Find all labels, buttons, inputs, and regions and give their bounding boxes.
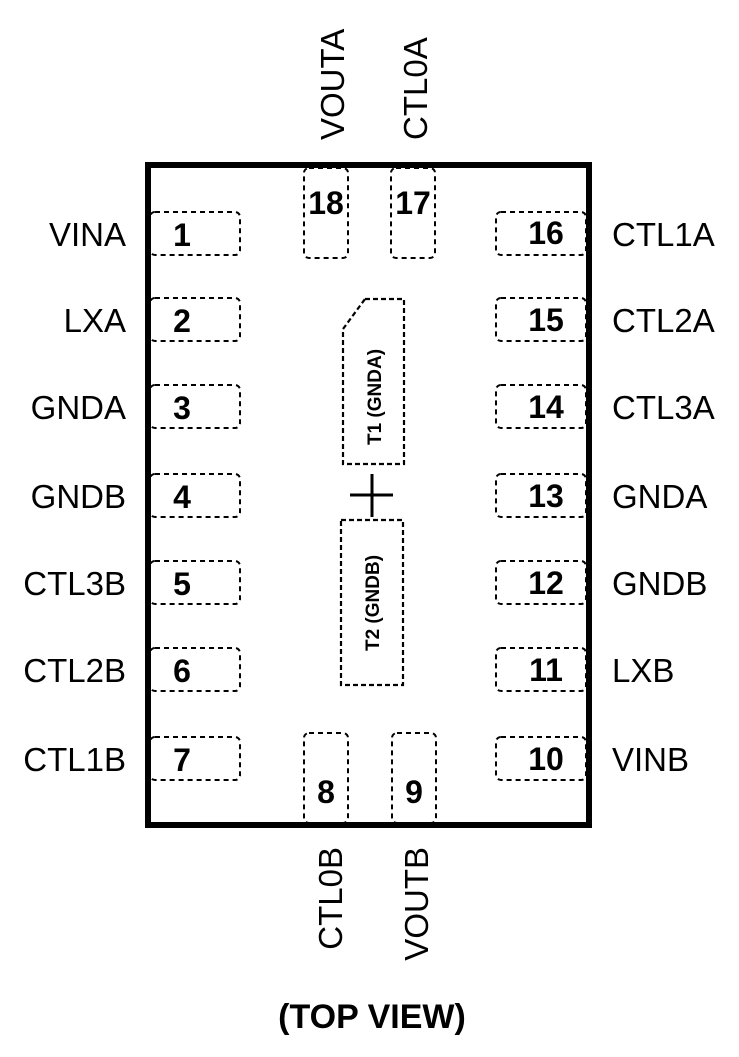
pin-name: GNDB — [612, 565, 707, 602]
pin-pad — [390, 167, 436, 259]
pin-number: 15 — [528, 302, 564, 338]
pin-number: 3 — [173, 390, 191, 426]
pin-name: CTL2B — [23, 652, 126, 689]
pin-15: 15 CTL2A — [495, 297, 715, 342]
pin-14: 14 CTL3A — [495, 384, 715, 429]
thermal-pad-outline — [339, 518, 405, 687]
view-caption: (TOP VIEW) — [278, 998, 466, 1036]
pin-name: LXA — [64, 302, 126, 339]
package-body — [145, 162, 592, 828]
pin-11: 11 LXB — [495, 647, 674, 692]
pin-number: 7 — [173, 742, 191, 778]
pin-10: 10 VINB — [495, 736, 689, 781]
pin-name: CTL1B — [23, 741, 126, 778]
pin-pad — [495, 736, 587, 781]
thermal-pad-label: T2 (GNDB) — [363, 555, 384, 651]
pin-5: 5 CTL3B — [23, 560, 241, 605]
pin-number: 13 — [528, 478, 564, 514]
bottom-pins: 8 CTL0B 9 VOUTB — [303, 732, 437, 961]
pin-pad — [149, 297, 241, 342]
pin-number: 5 — [173, 566, 191, 602]
thermal-pad-outline — [341, 297, 406, 466]
pin-number: 6 — [173, 653, 191, 689]
pin-number: 4 — [173, 479, 191, 515]
pin-pad — [391, 732, 437, 824]
pin-pad — [149, 211, 241, 256]
pin-6: 6 CTL2B — [23, 647, 241, 692]
center-cross-mark — [350, 474, 393, 517]
pin-9: 9 VOUTB — [391, 732, 437, 961]
pin-12: 12 GNDB — [495, 560, 707, 605]
pin-17: 17 CTL0A — [390, 37, 436, 259]
pin-number: 2 — [173, 303, 191, 339]
thermal-pad-label: T1 (GNDA) — [365, 349, 386, 445]
pin-pad — [149, 560, 241, 605]
pin-number: 10 — [528, 741, 564, 777]
pin-pad — [495, 384, 587, 429]
pin-number: 9 — [405, 774, 423, 810]
top-pins: 18 VOUTA 17 CTL0A — [303, 29, 436, 259]
pin-name: CTL3B — [23, 565, 126, 602]
pin-pad — [495, 560, 587, 605]
thermal-pad-t1: T1 (GNDA) — [341, 297, 406, 466]
pin-number: 8 — [317, 774, 335, 810]
pin-name: CTL0B — [312, 847, 349, 950]
pin-number: 1 — [173, 217, 191, 253]
thermal-pad-t2: T2 (GNDB) — [339, 518, 405, 687]
pin-pad — [149, 384, 241, 429]
pin-pad — [495, 297, 587, 342]
pin-8: 8 CTL0B — [303, 732, 349, 950]
pin-name: GNDA — [612, 478, 707, 515]
pin-pad — [149, 647, 241, 692]
pin-name: GNDA — [31, 389, 126, 426]
pin-number: 16 — [528, 215, 564, 251]
pin-pad — [495, 647, 587, 692]
pin-4: 4 GNDB — [31, 473, 241, 518]
pin-number: 12 — [528, 565, 564, 601]
pin-number: 18 — [308, 185, 344, 221]
pin-pad — [495, 473, 587, 518]
left-pins: 1 VINA 2 LXA 3 GNDA 4 GNDB 5 CTL3B 6 CTL… — [23, 211, 241, 781]
pin-name: VOUTA — [314, 29, 351, 140]
pin-number: 11 — [529, 652, 563, 688]
pin-name: LXB — [612, 652, 674, 689]
pin-name: VINB — [612, 741, 689, 778]
pin-number: 14 — [528, 389, 564, 425]
pin-3: 3 GNDA — [31, 384, 241, 429]
pin-name: CTL2A — [612, 302, 715, 339]
right-pins: 16 CTL1A 15 CTL2A 14 CTL3A 13 GNDA 12 GN… — [495, 211, 715, 781]
pin-name: GNDB — [31, 478, 126, 515]
pin-name: VINA — [49, 216, 126, 253]
pin-name: CTL0A — [397, 37, 434, 140]
pin-pad — [149, 473, 241, 518]
pin-13: 13 GNDA — [495, 473, 707, 518]
pin-16: 16 CTL1A — [495, 211, 715, 256]
pin-pad — [495, 211, 587, 256]
pin-name: CTL3A — [612, 389, 715, 426]
pin-2: 2 LXA — [64, 297, 241, 342]
pin-pad — [303, 167, 349, 259]
pin-1: 1 VINA — [49, 211, 241, 256]
pin-7: 7 CTL1B — [23, 736, 241, 781]
pin-pad — [149, 736, 241, 781]
pin-pad — [303, 732, 349, 824]
pin-name: VOUTB — [398, 847, 435, 961]
pin-number: 17 — [395, 185, 431, 221]
pin-name: CTL1A — [612, 216, 715, 253]
pin-18: 18 VOUTA — [303, 29, 351, 259]
